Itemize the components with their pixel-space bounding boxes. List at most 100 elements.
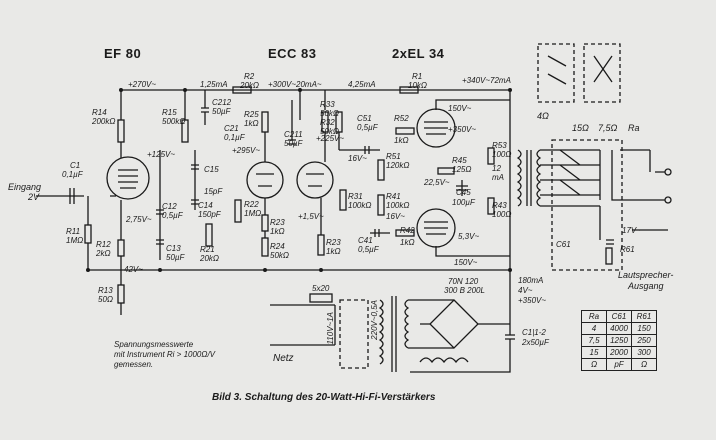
v225-label: +225V~ xyxy=(316,134,345,143)
table-cell: 1250 xyxy=(606,334,632,347)
r14-value: 200kΩ xyxy=(92,117,116,126)
r14-label: R14 xyxy=(92,108,107,117)
r22-label: R22 xyxy=(244,200,259,209)
measure-note: Spannungsmesswerte mit Instrument Ri > 1… xyxy=(114,340,215,370)
c12-value: 0,5µF xyxy=(162,211,183,220)
c41-label: C41 xyxy=(358,236,373,245)
r53-label: R53 xyxy=(492,141,507,150)
r13-label: R13 xyxy=(98,286,113,295)
table-cell: 15 xyxy=(581,346,607,359)
tap-ra: Ra xyxy=(628,123,640,133)
v42-label: 42V~ xyxy=(124,265,143,274)
r15-value: 500kΩ xyxy=(162,117,186,126)
r31-label: R31 xyxy=(348,192,363,201)
v150-label: 150V~ xyxy=(448,104,472,113)
r33-value: 50kΩ xyxy=(320,109,339,118)
r43-symbol xyxy=(487,197,495,215)
table-cell: 7,5 xyxy=(581,334,607,347)
tube-ecc83-title: ECC 83 xyxy=(268,46,317,61)
r22-value: 1MΩ xyxy=(244,209,262,218)
v53-label: 5,3V~ xyxy=(458,232,480,241)
v16-label: 16V~ xyxy=(348,154,367,163)
r45-value: 125Ω xyxy=(452,165,472,174)
table-row: Ω pF Ω xyxy=(581,358,657,371)
table-row: 7,5 1250 250 xyxy=(581,334,657,347)
r42-symbol xyxy=(395,229,415,237)
c45-value: 100µF xyxy=(452,198,475,207)
c15-value: 15pF xyxy=(204,187,223,196)
r23-label: R23 xyxy=(270,218,285,227)
r24-symbol xyxy=(261,237,269,257)
v150b-label: 150V~ xyxy=(454,258,478,267)
r12-symbol xyxy=(117,239,125,257)
r45-label: R45 xyxy=(452,156,467,165)
r61-symbol xyxy=(605,247,613,265)
table-cell: 150 xyxy=(631,322,657,335)
r15-symbol xyxy=(181,119,189,143)
r23-symbol xyxy=(261,214,269,232)
table-cell: 2000 xyxy=(606,346,632,359)
tap-4ohm: 4Ω xyxy=(537,111,549,121)
tap-15ohm: 15Ω xyxy=(572,123,589,133)
v275-label: 2,75V~ xyxy=(126,215,152,224)
v295-label: +295V~ xyxy=(232,146,261,155)
output-transformer-primary xyxy=(516,149,522,207)
c61-label: C61 xyxy=(556,240,571,249)
component-table: Ra C61 R61 4 4000 150 7,5 1250 250 15 20… xyxy=(581,310,657,371)
c111-value: 2x50µF xyxy=(522,338,549,347)
voltage-selector-box xyxy=(339,299,369,369)
c21-label: C21 xyxy=(224,124,239,133)
speaker-label: Lautsprecher- xyxy=(618,270,674,280)
c12-label: C12 xyxy=(162,202,177,211)
tube-ecc83-a xyxy=(246,161,284,199)
voltage-220-label: 220V~0,5A xyxy=(370,300,379,340)
r14-symbol xyxy=(117,119,125,143)
c13-label: C13 xyxy=(166,244,181,253)
c14-value: 150pF xyxy=(198,210,221,219)
speaker-label-2: Ausgang xyxy=(628,281,664,291)
transformer-label: 70N 120 xyxy=(448,277,479,286)
r25-symbol xyxy=(261,111,269,133)
r43-value: 100Ω xyxy=(492,210,512,219)
v350b-label: +350V~ xyxy=(518,296,547,305)
r22-symbol xyxy=(234,199,242,223)
v125-label: +125V~ xyxy=(147,150,176,159)
fuse-symbol xyxy=(309,293,333,303)
v15-label: +1,5V~ xyxy=(298,212,324,221)
r1-label: R1 xyxy=(412,72,423,81)
r15-label: R15 xyxy=(162,108,177,117)
c21-value: 0,1µF xyxy=(224,133,245,142)
table-cell: 4 xyxy=(581,322,607,335)
c212-label: C212 xyxy=(212,98,232,107)
c1-label: C1 xyxy=(70,161,81,170)
r25-label: R25 xyxy=(244,110,259,119)
r45-symbol xyxy=(437,167,455,175)
r21-label: R21 xyxy=(200,245,215,254)
r12-label: R12 xyxy=(96,240,111,249)
c45-label: C45 xyxy=(456,188,471,197)
speaker-terminal-1 xyxy=(664,196,672,204)
power-transformer xyxy=(378,299,384,365)
r1-value: 10kΩ xyxy=(408,81,427,90)
table-header-cell: Ra xyxy=(581,310,607,323)
table-cell: Ω xyxy=(581,358,607,371)
v300-label: +300V~20mA~ xyxy=(268,80,322,89)
tube-el34-title: 2xEL 34 xyxy=(392,46,445,61)
r23b-label: R23 xyxy=(326,238,341,247)
r61-label: R61 xyxy=(620,245,635,254)
r24-label: R24 xyxy=(270,242,285,251)
table-cell: Ω xyxy=(631,358,657,371)
r23b-symbol xyxy=(317,234,325,256)
mains-label: Netz xyxy=(273,353,294,364)
table-header-row: Ra C61 R61 xyxy=(581,310,657,323)
r13-value: 50Ω xyxy=(98,295,113,304)
tube-ecc83-b xyxy=(296,161,334,199)
speaker-terminal-2 xyxy=(664,168,672,176)
table-row: 15 2000 300 xyxy=(581,346,657,359)
r32-label: R32 xyxy=(320,118,335,127)
v350-label: +350V~ xyxy=(448,125,477,134)
r2-label: R2 xyxy=(244,72,255,81)
table-cell: 300 xyxy=(631,346,657,359)
r21-symbol xyxy=(205,223,213,247)
